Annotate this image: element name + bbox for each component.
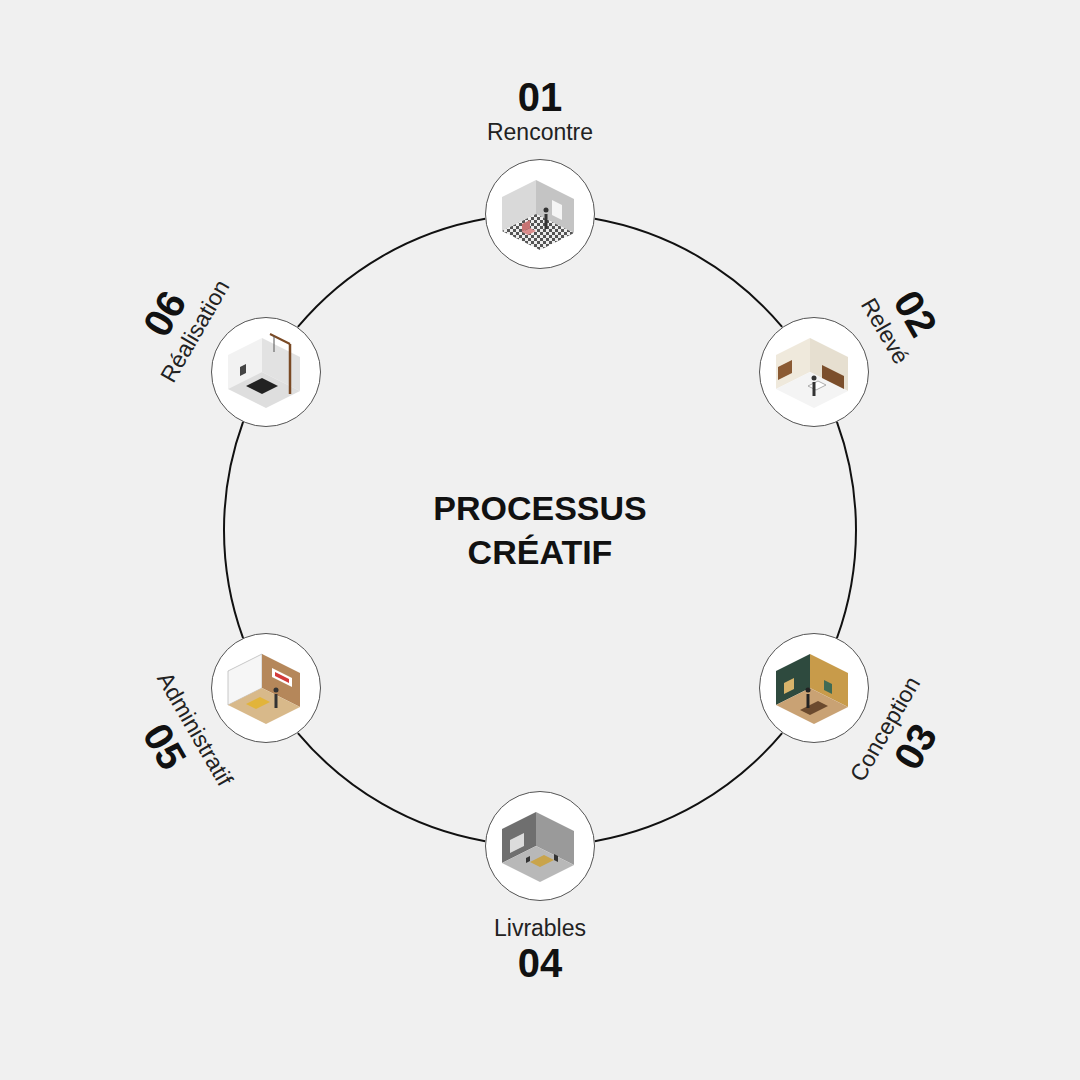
step-number: 01: [518, 77, 563, 117]
room-illustration: [760, 318, 868, 426]
step-label: 03Conception: [844, 672, 961, 807]
step-label: 05Administratif: [116, 668, 239, 812]
step-label: 01Rencontre: [487, 77, 593, 145]
room-illustration: [760, 634, 868, 742]
step-circle: 01Rencontre: [485, 159, 595, 269]
cycle-arc: [595, 219, 782, 327]
step-number: 04: [518, 943, 563, 983]
cycle-arc: [298, 219, 485, 327]
step-circle: 05Administratif: [211, 633, 321, 743]
step-label: 06Réalisation: [119, 254, 235, 387]
step-circle: 06Réalisation: [211, 317, 321, 427]
diagram-title: PROCESSUS CRÉATIF: [390, 486, 690, 574]
step-label: 02Relevé: [855, 272, 950, 368]
step-name: Livrables: [494, 915, 586, 941]
step-label: 04Livrables: [494, 915, 586, 983]
room-illustration: [212, 318, 320, 426]
step-name: Rencontre: [487, 119, 593, 145]
cycle-arc: [837, 422, 856, 638]
step-circle: 03Conception: [759, 633, 869, 743]
cycle-arc: [298, 733, 485, 841]
room-illustration: [486, 792, 594, 900]
step-circle: 02Relevé: [759, 317, 869, 427]
room-illustration: [212, 634, 320, 742]
room-illustration: [486, 160, 594, 268]
cycle-arc: [224, 422, 243, 638]
step-circle: 04Livrables: [485, 791, 595, 901]
cycle-arc: [595, 733, 782, 841]
